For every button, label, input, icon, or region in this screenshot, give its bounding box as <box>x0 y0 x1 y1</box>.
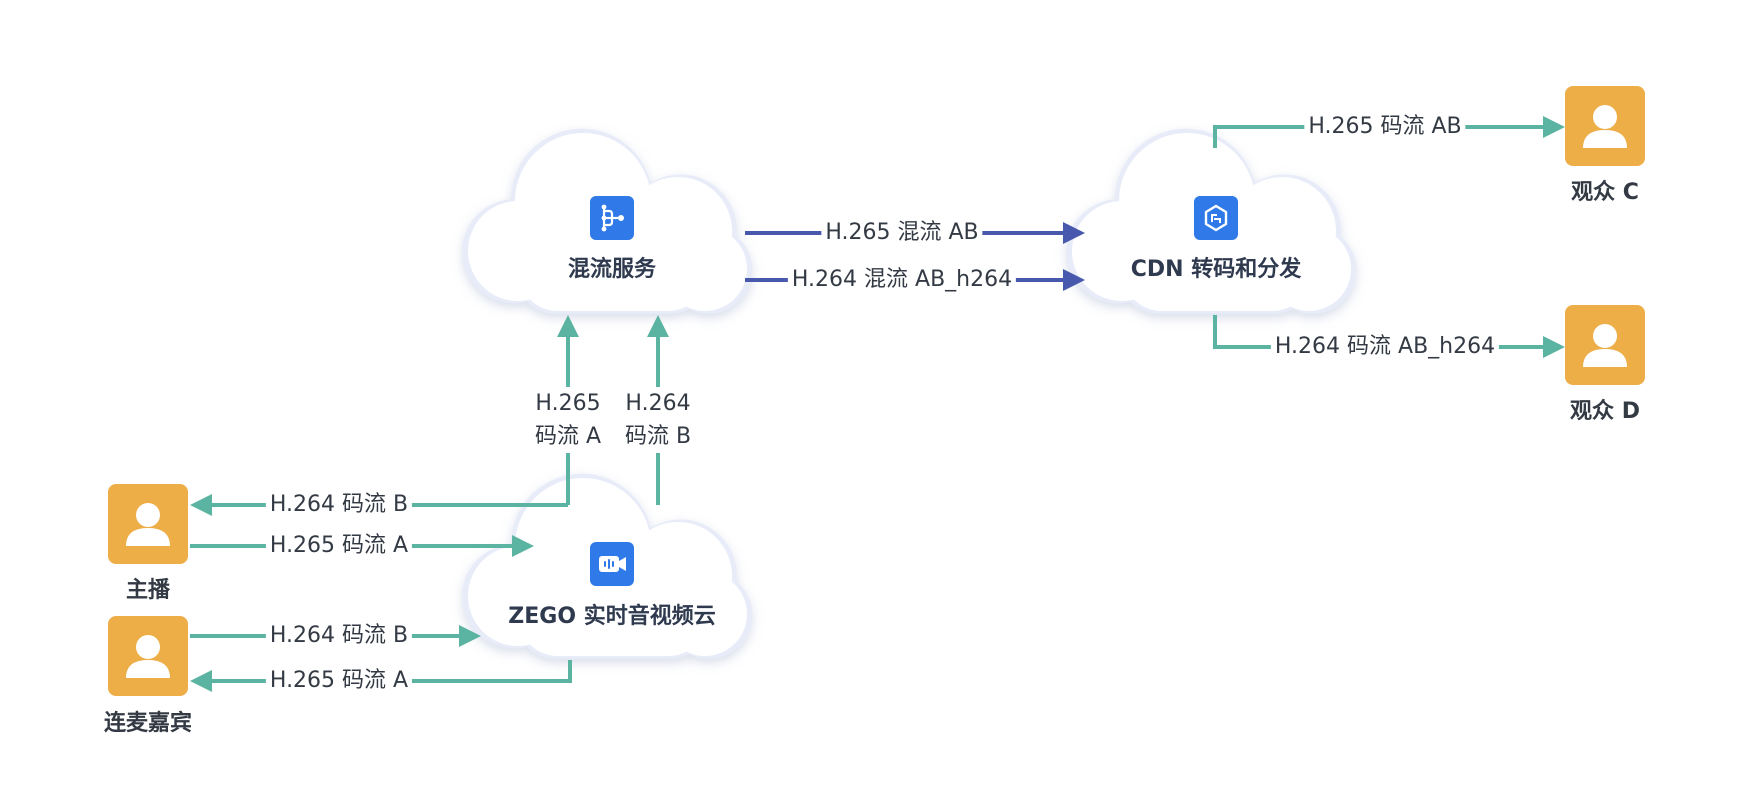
host-avatar <box>108 484 188 564</box>
viewer-d-label: 观众 D <box>1570 399 1640 424</box>
stream-label-mix-to-cdn-h265: H.265 混流 AB <box>821 220 983 246</box>
guest-avatar <box>108 616 188 696</box>
video-call-icon <box>590 542 634 586</box>
cdn-icon <box>1194 196 1238 240</box>
user-icon <box>126 635 170 678</box>
viewer-c-avatar <box>1565 86 1645 166</box>
viewer-c-label: 观众 C <box>1571 180 1639 205</box>
stream-label-zego-to-mix-b-line1: H.264 <box>625 391 691 416</box>
stream-label-zego-to-mix-a: H.265 码流 A <box>530 387 606 453</box>
stream-label-zego-to-mix-a-line2: 码流 A <box>534 424 602 449</box>
stream-label-cdn-to-viewer-c: H.265 码流 AB <box>1304 114 1466 140</box>
stream-label-guest-to-zego: H.264 码流 B <box>265 623 413 649</box>
host-label: 主播 <box>125 578 171 603</box>
user-icon <box>1583 105 1627 148</box>
stream-label-zego-to-host: H.264 码流 B <box>265 492 413 518</box>
stream-label-zego-to-mix-a-line1: H.265 <box>535 391 601 416</box>
stream-label-cdn-to-viewer-d: H.264 码流 AB_h264 <box>1270 334 1500 360</box>
zego-label: ZEGO 实时音视频云 <box>508 604 716 629</box>
stream-label-zego-to-mix-b-line2: 码流 B <box>624 424 692 449</box>
stream-label-host-to-zego: H.265 码流 A <box>265 533 413 559</box>
user-icon <box>126 503 170 546</box>
stream-label-zego-to-guest: H.265 码流 A <box>265 668 413 694</box>
user-icon <box>1583 324 1627 367</box>
guest-label: 连麦嘉宾 <box>103 711 193 736</box>
cdn-label: CDN 转码和分发 <box>1130 257 1302 282</box>
stream-label-mix-to-cdn-h264: H.264 混流 AB_h264 <box>787 267 1017 293</box>
viewer-d-avatar <box>1565 305 1645 385</box>
stream-label-zego-to-mix-b: H.264 码流 B <box>620 387 696 453</box>
mix-service-label: 混流服务 <box>567 257 657 282</box>
mix-service-icon <box>590 196 634 240</box>
